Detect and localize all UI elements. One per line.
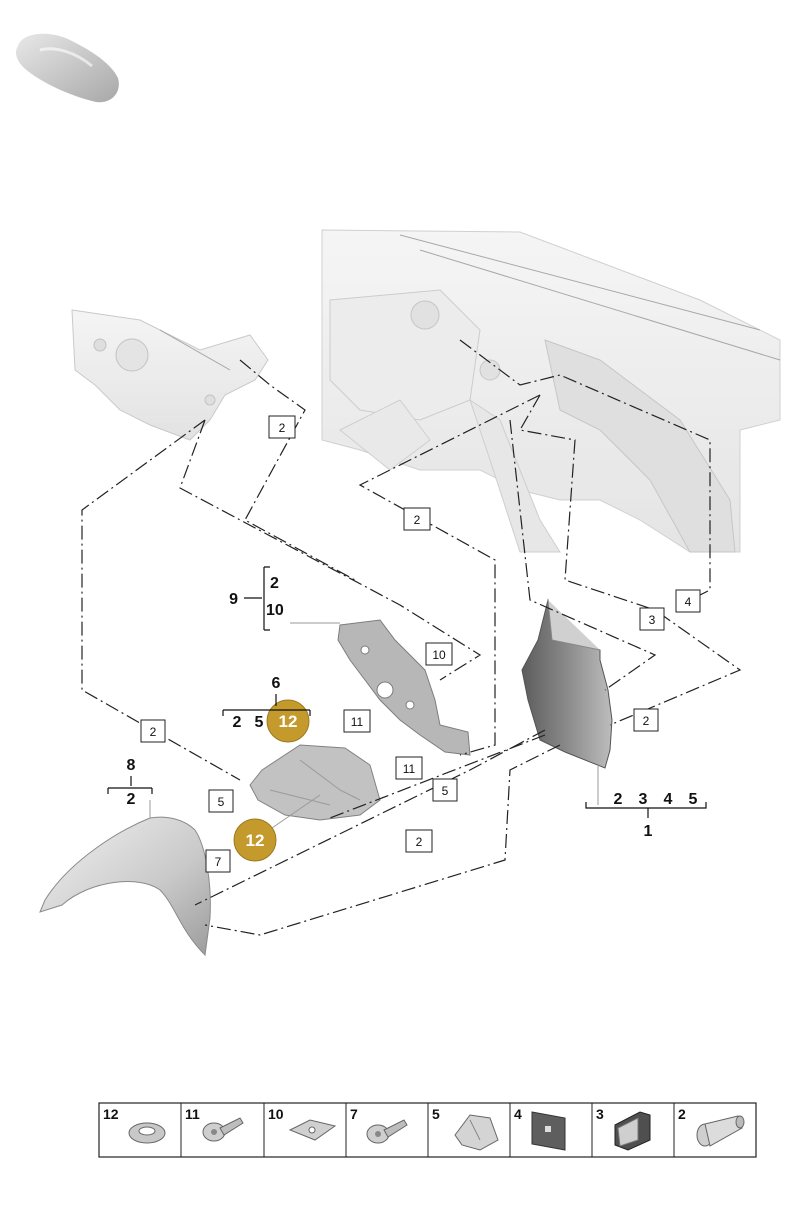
part-8-fender-panel (39, 816, 211, 957)
part-1-trim-panel (521, 598, 613, 769)
svg-text:12: 12 (246, 831, 265, 850)
bracket-clip-icon (614, 1111, 651, 1151)
leader-lines (81, 339, 742, 936)
callout-7: 7 (205, 849, 231, 873)
legend-cell-3: 3 (596, 1106, 651, 1151)
group-8-label: 8 2 (107, 757, 153, 818)
rivet-sleeve-icon (696, 1115, 745, 1147)
svg-text:2: 2 (614, 791, 623, 808)
screw-icon (366, 1119, 408, 1144)
part-10-bracket (337, 619, 471, 756)
svg-text:5: 5 (689, 791, 698, 808)
parts-legend-table: 12 11 10 7 (98, 1102, 757, 1158)
callout-5-left: 5 (208, 789, 234, 813)
svg-text:10: 10 (266, 602, 284, 619)
svg-text:11: 11 (185, 1106, 200, 1122)
svg-text:5: 5 (442, 784, 449, 798)
svg-text:2: 2 (150, 725, 157, 739)
svg-text:12: 12 (279, 712, 298, 731)
legend-cell-10: 10 (268, 1106, 337, 1141)
svg-text:11: 11 (403, 762, 416, 776)
svg-text:2: 2 (414, 513, 421, 527)
callout-2-middle: 2 (403, 507, 431, 531)
badge-12-lower: 12 (233, 794, 321, 862)
group-6-label: 6 2 5 (222, 675, 311, 731)
callout-2-bottom: 2 (405, 829, 433, 853)
legend-cell-2: 2 (678, 1106, 745, 1147)
callout-11-lower: 11 (395, 756, 423, 780)
svg-text:8: 8 (127, 757, 136, 774)
svg-text:10: 10 (432, 648, 446, 662)
svg-text:3: 3 (639, 791, 648, 808)
svg-text:10: 10 (268, 1106, 284, 1122)
legend-cell-7: 7 (350, 1106, 408, 1144)
rear-pillar-structure (71, 309, 269, 441)
legend-cell-4: 4 (514, 1106, 566, 1151)
callout-2-left: 2 (140, 719, 166, 743)
callout-2-right: 2 (633, 708, 659, 732)
vehicle-body-structure (321, 229, 781, 553)
badge-12-upper: 12 (266, 699, 310, 743)
callout-2-top: 2 (268, 415, 296, 439)
legend-cell-5: 5 (432, 1106, 499, 1151)
svg-text:12: 12 (103, 1106, 119, 1122)
svg-text:2: 2 (127, 791, 136, 808)
group-1-label: 2 3 4 5 1 (585, 765, 707, 840)
svg-text:9: 9 (229, 591, 238, 608)
svg-text:6: 6 (272, 675, 281, 692)
callout-5-right: 5 (432, 778, 458, 802)
svg-text:7: 7 (215, 855, 222, 869)
svg-text:5: 5 (218, 795, 225, 809)
svg-text:2: 2 (678, 1106, 686, 1122)
svg-text:1: 1 (644, 823, 653, 840)
pad-icon (531, 1111, 566, 1151)
legend-cell-12: 12 (103, 1106, 166, 1144)
svg-text:2: 2 (279, 421, 286, 435)
screw-icon (202, 1117, 244, 1142)
retaining-clip-icon (454, 1114, 499, 1151)
callout-11-upper: 11 (343, 709, 371, 733)
svg-text:2: 2 (270, 575, 279, 592)
svg-text:3: 3 (596, 1106, 604, 1122)
svg-text:2: 2 (416, 835, 423, 849)
svg-text:5: 5 (432, 1106, 440, 1122)
svg-text:3: 3 (649, 613, 656, 627)
svg-text:7: 7 (350, 1106, 358, 1122)
legend-cell-11: 11 (185, 1106, 244, 1142)
callout-10: 10 (425, 642, 453, 666)
svg-text:4: 4 (664, 791, 673, 808)
group-9-label: 9 2 10 (229, 566, 340, 631)
svg-text:4: 4 (514, 1106, 522, 1122)
svg-text:2: 2 (643, 714, 650, 728)
clip-nut-icon (288, 1119, 337, 1141)
bushing-ring-icon (128, 1122, 166, 1144)
vehicle-thumbnail-icon (16, 33, 119, 103)
callout-4: 4 (675, 589, 701, 613)
svg-text:11: 11 (351, 715, 364, 729)
svg-text:5: 5 (255, 714, 264, 731)
svg-text:2: 2 (233, 714, 242, 731)
part-6-bracket (249, 744, 381, 821)
svg-text:4: 4 (685, 595, 692, 609)
callout-3: 3 (639, 607, 665, 631)
